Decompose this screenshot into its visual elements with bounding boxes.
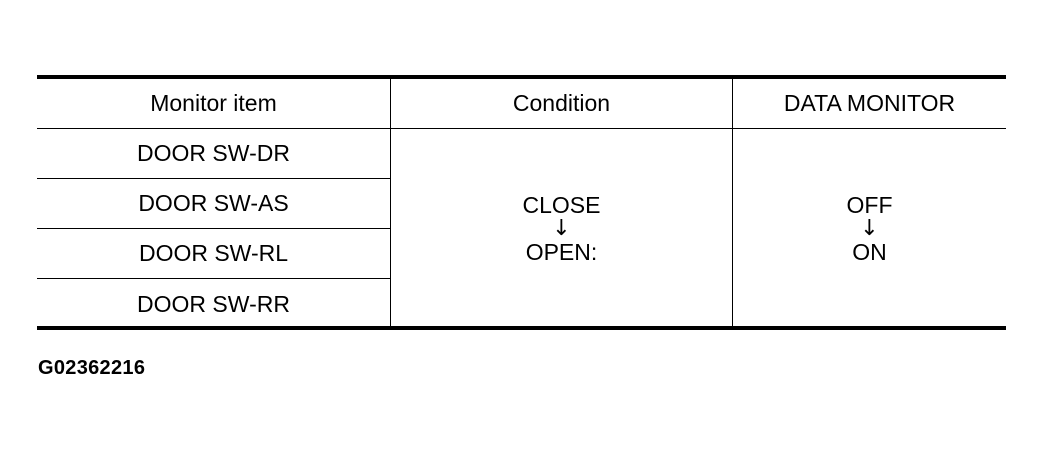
monitor-item-row: DOOR SW-RR [37,279,391,329]
figure-id: G02362216 [38,357,146,379]
condition-to: OPEN: [525,238,598,265]
header-data-monitor: DATA MONITOR [733,79,1006,129]
data-monitor-from: OFF [846,192,893,219]
header-monitor-item: Monitor item [37,79,391,129]
down-arrow-icon: ↓ [552,216,571,242]
monitor-item-row: DOOR SW-DR [37,129,391,179]
condition-from: CLOSE [522,192,601,219]
data-monitor-to: ON [852,238,887,265]
condition-cell: CLOSE ↓ OPEN: [391,129,733,329]
header-condition: Condition [391,79,733,129]
data-monitor-cell: OFF ↓ ON [733,129,1006,329]
monitor-table: Monitor item Condition DATA MONITOR CLOS… [37,75,1006,330]
monitor-item-row: DOOR SW-AS [37,179,391,229]
monitor-item-row: DOOR SW-RL [37,229,391,279]
down-arrow-icon: ↓ [860,216,879,242]
